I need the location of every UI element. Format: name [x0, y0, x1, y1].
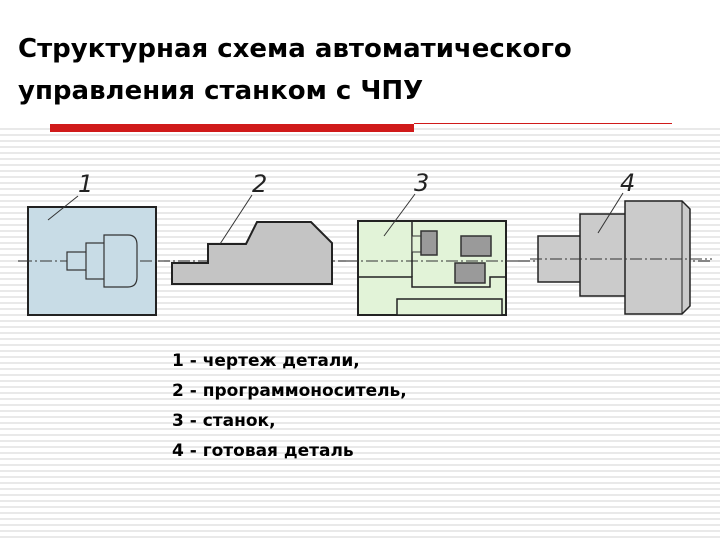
title-divider-bar [50, 124, 414, 132]
legend-item-2: 2 - программоноситель, [172, 381, 407, 401]
machine-bed [396, 298, 503, 316]
tool-holder [460, 235, 492, 257]
drawing-part-head [103, 234, 138, 288]
slide-title: Структурная схема автоматического управл… [18, 28, 708, 112]
title-divider-line [414, 123, 672, 124]
legend-item-1: 1 - чертеж детали, [172, 351, 360, 371]
label-2: 2 [252, 170, 267, 198]
program-carrier [171, 194, 333, 285]
label-3: 3 [414, 169, 429, 197]
part-drawing [20, 195, 164, 316]
part-body [579, 213, 628, 297]
drawing-part-middle [85, 242, 107, 280]
machine-tool [346, 193, 518, 316]
legend-item-3: 3 - станок, [172, 411, 276, 431]
finished-part [530, 192, 712, 315]
leader-3 [383, 193, 416, 237]
carrier-body [171, 221, 333, 285]
label-4: 4 [620, 169, 635, 197]
cnc-scheme-diagram: 1 2 3 4 [18, 169, 712, 316]
title-area: Структурная схема автоматического управл… [0, 0, 720, 124]
title-line-1: Структурная схема автоматического [18, 34, 572, 64]
lined-background [0, 124, 720, 540]
carriage-block [454, 262, 486, 284]
spindle-block [420, 230, 438, 256]
label-1: 1 [78, 170, 93, 198]
leader-1 [47, 195, 79, 221]
drawing-part-end [66, 251, 89, 271]
part-head [624, 200, 691, 315]
legend: 1 - чертеж детали, 2 - программоноситель… [172, 346, 407, 466]
legend-item-4: 4 - готовая деталь [172, 441, 354, 461]
leader-2 [219, 194, 253, 245]
title-line-2: управления станком с ЧПУ [18, 76, 424, 106]
leader-4 [597, 192, 624, 234]
machine-base [358, 276, 506, 288]
